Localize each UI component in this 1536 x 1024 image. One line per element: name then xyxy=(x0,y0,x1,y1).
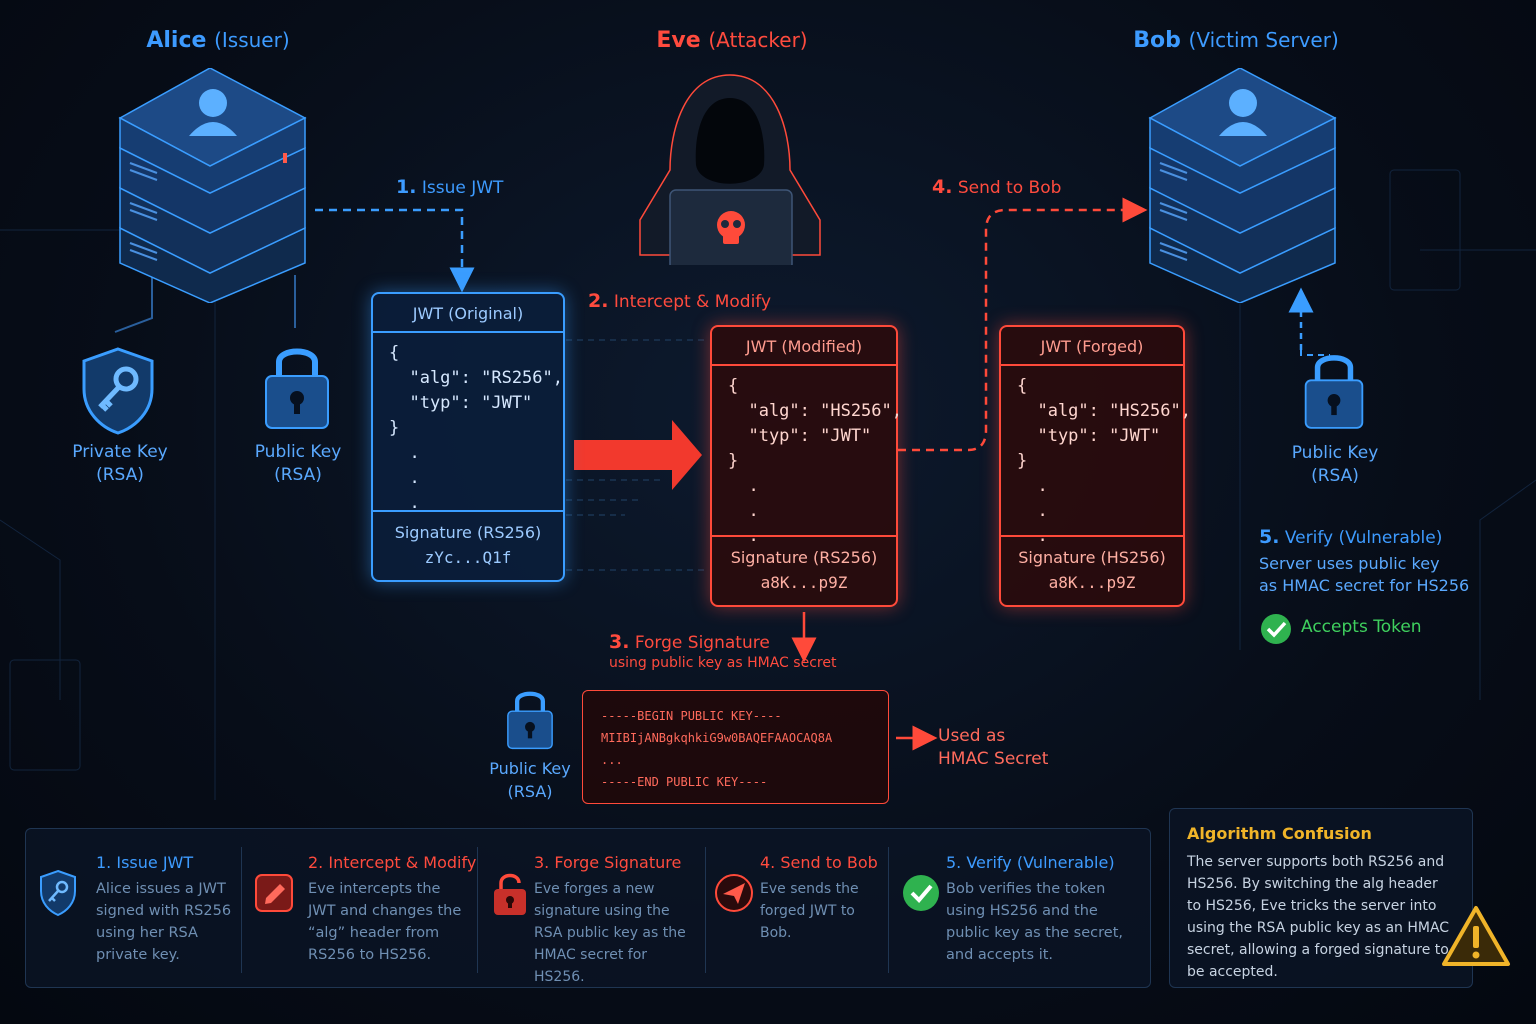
step-forge-signature: 3. Forge Signature Eve forges a new sign… xyxy=(478,829,705,989)
step-5-title: 5. Verify (Vulnerable) xyxy=(946,853,1115,872)
shield-key-icon xyxy=(82,347,154,435)
alice-server-icon xyxy=(118,68,307,303)
algorithm-confusion-title: Algorithm Confusion xyxy=(1187,824,1372,843)
step-verify-vulnerable: 5. Verify (Vulnerable) Bob verifies the … xyxy=(889,829,1151,989)
alice-public-key-label: Public Key (RSA) xyxy=(254,442,342,485)
eve-public-key-label: Public Key (RSA) xyxy=(489,759,571,801)
jwt-forged-signature: Signature (HS256) a8K...p9Z xyxy=(1001,535,1183,605)
jwt-modified-card: JWT (Modified) { "alg": "HS256", "typ": … xyxy=(710,325,902,607)
step-intercept-modify: 2. Intercept & Modify Eve intercepts the… xyxy=(242,829,477,989)
alice-private-key-label: Private Key (RSA) xyxy=(72,442,168,485)
bob-role: (Victim Server) xyxy=(1188,28,1339,52)
bob-server-icon xyxy=(1148,68,1337,303)
flow-label-send: 4. Send to Bob xyxy=(932,176,1062,198)
jwt-original-header-json: { "alg": "RS256", "typ": "JWT" } . . . xyxy=(389,343,563,513)
jwt-forged-header-json: { "alg": "HS256", "typ": "JWT" } . . . xyxy=(1017,376,1191,546)
lock-icon xyxy=(1304,355,1364,429)
check-circle-icon xyxy=(903,875,939,911)
step-send-to-bob: 4. Send to Bob Eve sends the forged JWT … xyxy=(706,829,888,989)
step-1-desc: Alice issues a JWT signed with RS256 usi… xyxy=(96,881,232,963)
hacker-icon xyxy=(639,74,821,265)
bob-title: Bob (Victim Server) xyxy=(1116,28,1356,53)
jwt-modified-header-json: { "alg": "HS256", "typ": "JWT" } . . . xyxy=(728,376,902,546)
step-1-title: 1. Issue JWT xyxy=(96,853,194,872)
step-3-title: 3. Forge Signature xyxy=(534,853,682,872)
algorithm-confusion-desc: The server supports both RS256 and HS256… xyxy=(1187,854,1450,980)
jwt-original-signature: Signature (RS256) zYc...Q1f xyxy=(373,510,563,580)
jwt-forged-card: JWT (Forged) { "alg": "HS256", "typ": "J… xyxy=(999,325,1191,607)
jwt-forged-title: JWT (Forged) xyxy=(1001,327,1183,366)
jwt-modified-title: JWT (Modified) xyxy=(712,327,896,366)
eve-title: Eve (Attacker) xyxy=(632,28,832,53)
arrow-send-to-bob xyxy=(898,197,1148,452)
step-5-desc: Bob verifies the token using HS256 and t… xyxy=(946,881,1123,963)
step-3-desc: Eve forges a new signature using the RSA… xyxy=(534,881,686,985)
eve-name: Eve xyxy=(656,28,701,53)
flow-label-verify: 5. Verify (Vulnerable) Server uses publi… xyxy=(1259,526,1470,595)
algorithm-confusion-panel: Algorithm Confusion The server supports … xyxy=(1169,808,1473,988)
public-key-block: -----BEGIN PUBLIC KEY---- MIIBIjANBgkqhk… xyxy=(582,690,889,804)
jwt-original-card: JWT (Original) { "alg": "RS256", "typ": … xyxy=(371,292,565,582)
step-2-title: 2. Intercept & Modify xyxy=(308,853,477,872)
jwt-modified-signature: Signature (RS256) a8K...p9Z xyxy=(712,535,896,605)
warning-icon xyxy=(1442,906,1510,966)
alice-role: (Issuer) xyxy=(214,28,290,52)
big-red-arrow xyxy=(574,420,702,490)
flow-label-issue-jwt: 1. Issue JWT xyxy=(396,176,504,198)
alice-name: Alice xyxy=(146,28,207,53)
used-as-hmac-label: Used as HMAC Secret xyxy=(938,726,1049,769)
eve-role: (Attacker) xyxy=(708,28,808,52)
check-circle-icon xyxy=(1261,614,1291,644)
alice-title: Alice (Issuer) xyxy=(118,28,318,53)
step-2-desc: Eve intercepts the JWT and changes the “… xyxy=(308,881,462,963)
lock-icon xyxy=(507,691,553,750)
flow-label-forge: 3. Forge Signature using public key as H… xyxy=(609,631,837,671)
step-4-title: 4. Send to Bob xyxy=(760,853,878,872)
flow-label-intercept: 2. Intercept & Modify xyxy=(588,290,772,312)
pencil-icon xyxy=(255,874,293,912)
accepts-token-label: Accepts Token xyxy=(1301,617,1422,637)
steps-panel: 1. Issue JWT Alice issues a JWT signed w… xyxy=(25,828,1151,988)
paper-plane-icon xyxy=(715,874,753,912)
bob-name: Bob xyxy=(1133,28,1181,53)
shield-key-icon xyxy=(40,869,76,917)
step-issue-jwt: 1. Issue JWT Alice issues a JWT signed w… xyxy=(26,829,241,989)
unlock-icon xyxy=(494,873,526,915)
bob-public-key-label: Public Key (RSA) xyxy=(1291,443,1379,486)
arrow-issue-jwt xyxy=(315,208,475,293)
lock-icon xyxy=(265,348,329,429)
jwt-original-title: JWT (Original) xyxy=(373,294,563,333)
step-4-desc: Eve sends the forged JWT to Bob. xyxy=(760,881,859,941)
